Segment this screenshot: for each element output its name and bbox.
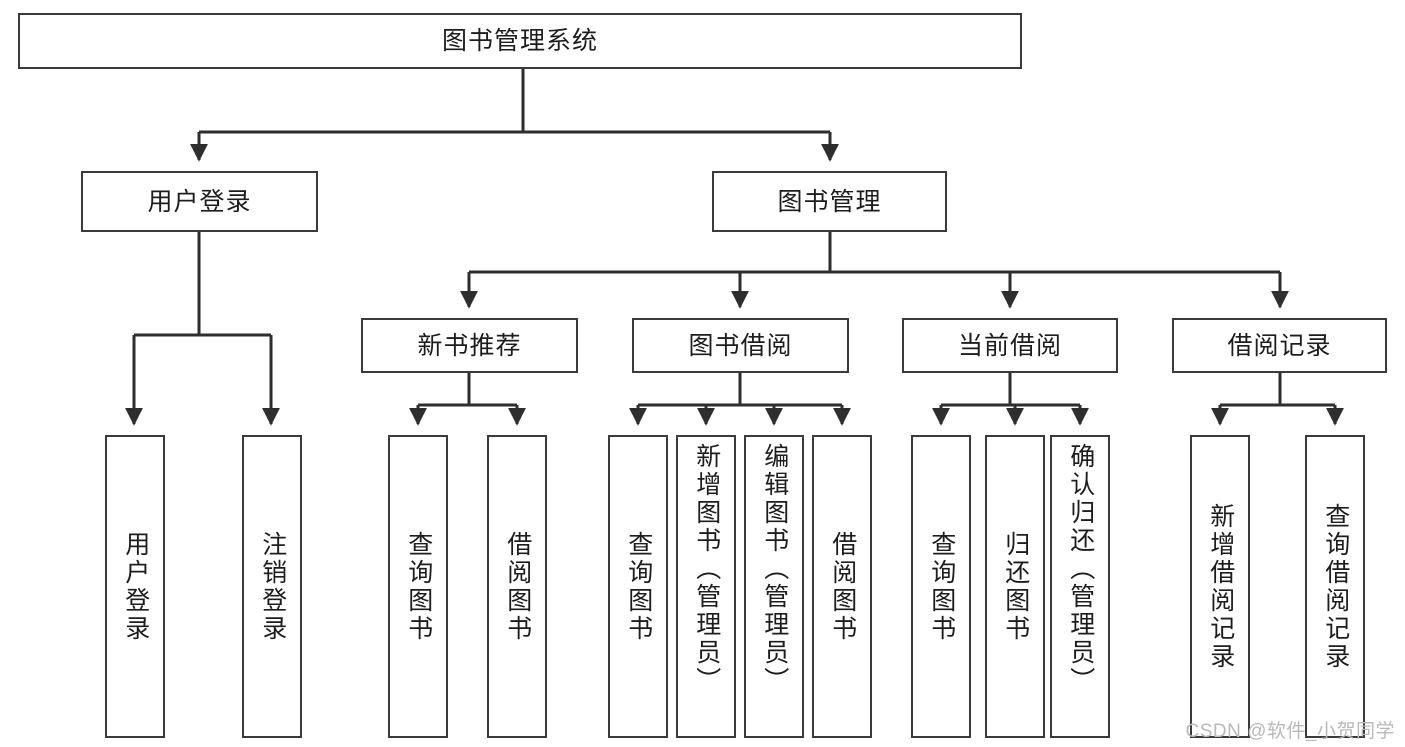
node-borrow-record[interactable]: 借阅记录 [1172,318,1387,373]
node-leaf-borrow-book-2-label: 借阅图书 [828,530,857,643]
node-leaf-edit-book-label: 编辑图书（管理员） [760,443,789,695]
node-leaf-query-book-1-label: 查询图书 [404,530,433,643]
node-borrow-record-label: 借阅记录 [1227,331,1332,360]
node-leaf-user-login-label: 用户登录 [121,530,150,643]
node-leaf-query-record[interactable]: 查询借阅记录 [1305,435,1365,738]
node-leaf-logout[interactable]: 注销登录 [242,435,302,738]
node-leaf-borrow-book-1-label: 借阅图书 [503,530,532,643]
node-leaf-add-book[interactable]: 新增图书（管理员） [676,435,736,738]
node-leaf-logout-label: 注销登录 [258,530,287,643]
node-current-borrow[interactable]: 当前借阅 [902,318,1118,373]
node-book-manage-label: 图书管理 [777,187,882,216]
node-leaf-add-book-label: 新增图书（管理员） [692,443,721,695]
node-leaf-confirm-return-label: 确认归还（管理员） [1066,443,1095,695]
node-leaf-return-book-label: 归还图书 [1001,530,1030,643]
node-leaf-query-record-label: 查询借阅记录 [1321,502,1350,671]
node-leaf-query-book-1[interactable]: 查询图书 [388,435,448,738]
watermark-text: CSDN @软件_小贺同学 [1185,721,1395,742]
node-user-login[interactable]: 用户登录 [81,171,318,232]
node-current-borrow-label: 当前借阅 [957,331,1062,360]
node-leaf-borrow-book-2[interactable]: 借阅图书 [812,435,872,738]
node-book-borrow[interactable]: 图书借阅 [632,318,849,373]
node-leaf-add-record[interactable]: 新增借阅记录 [1190,435,1250,738]
node-root[interactable]: 图书管理系统 [18,13,1022,69]
node-leaf-query-book-3-label: 查询图书 [927,530,956,643]
node-leaf-confirm-return[interactable]: 确认归还（管理员） [1050,435,1110,738]
node-leaf-user-login[interactable]: 用户登录 [105,435,165,738]
node-user-login-label: 用户登录 [147,187,252,216]
node-book-manage[interactable]: 图书管理 [712,171,947,232]
node-new-book-recommend[interactable]: 新书推荐 [361,318,578,373]
node-book-borrow-label: 图书借阅 [688,331,793,360]
node-leaf-query-book-2[interactable]: 查询图书 [608,435,668,738]
node-root-label: 图书管理系统 [441,27,598,55]
node-leaf-query-book-2-label: 查询图书 [624,530,653,643]
node-leaf-return-book[interactable]: 归还图书 [985,435,1045,738]
node-leaf-query-book-3[interactable]: 查询图书 [911,435,971,738]
node-new-book-recommend-label: 新书推荐 [417,331,522,360]
node-leaf-add-record-label: 新增借阅记录 [1206,502,1235,671]
node-leaf-borrow-book-1[interactable]: 借阅图书 [487,435,547,738]
node-leaf-edit-book[interactable]: 编辑图书（管理员） [744,435,804,738]
